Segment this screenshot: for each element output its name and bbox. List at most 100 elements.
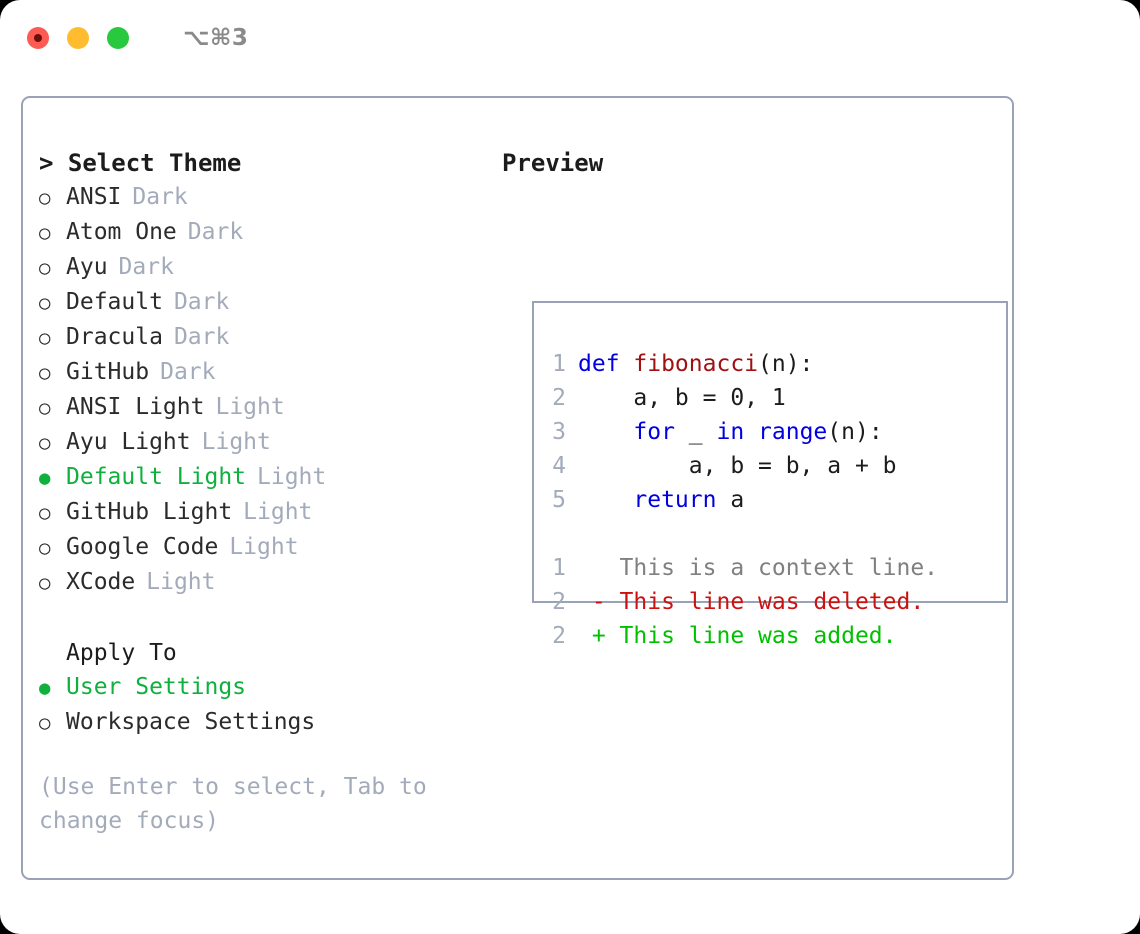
traffic-lights <box>27 27 129 49</box>
radio-unselected-icon[interactable]: ○ <box>39 292 51 314</box>
code-line: 3 for _ in range(n): <box>550 415 938 449</box>
apply-to-heading-label: Apply To <box>66 640 177 666</box>
code-token: range <box>758 419 828 445</box>
diff-line: 1 This is a context line. <box>550 551 938 585</box>
theme-list-item[interactable]: ○ ANSI Light Light <box>39 390 489 425</box>
radio-unselected-icon[interactable]: ○ <box>39 327 51 349</box>
radio-unselected-icon[interactable]: ○ <box>39 187 51 209</box>
hint-spacer <box>39 740 489 770</box>
theme-category-tag: Light <box>229 534 299 560</box>
code-token: a, b = 0, 1 <box>578 385 786 411</box>
preview-title: Preview <box>502 149 604 177</box>
code-token <box>744 419 758 445</box>
code-token: for <box>633 419 675 445</box>
radio-selected-icon[interactable]: ● <box>39 677 51 699</box>
theme-list-item[interactable]: ○ Ayu Light Light <box>39 425 489 460</box>
title-bar: ⌥⌘3 <box>0 0 1140 76</box>
line-number: 5 <box>552 487 566 513</box>
radio-unselected-icon[interactable]: ○ <box>39 502 51 524</box>
theme-name-label: Default Light <box>66 464 247 490</box>
line-number: 4 <box>552 453 566 479</box>
theme-list-heading: > Select Theme <box>39 146 489 180</box>
code-token: return <box>633 487 717 513</box>
keyboard-shortcut-label: ⌥⌘3 <box>183 25 249 51</box>
code-line: 4 a, b = b, a + b <box>550 449 938 483</box>
theme-category-tag: Dark <box>118 254 174 280</box>
apply-to-option-label: User Settings <box>66 674 247 700</box>
diff-line: 2 + This line was added. <box>550 619 938 653</box>
apply-to-option[interactable]: ○ Workspace Settings <box>39 705 489 740</box>
radio-unselected-icon[interactable]: ○ <box>39 712 51 734</box>
code-token: (n): <box>758 351 814 377</box>
theme-name-label: Ayu Light <box>66 429 191 455</box>
theme-category-tag: Light <box>257 464 327 490</box>
theme-name-label: XCode <box>66 569 136 595</box>
code-token: (n): <box>827 419 883 445</box>
line-number: 2 <box>552 589 566 615</box>
code-token <box>578 419 633 445</box>
theme-list-item[interactable]: ○ GitHub Light Light <box>39 495 489 530</box>
minimize-button-icon[interactable] <box>67 27 89 49</box>
theme-list-item[interactable]: ○ Ayu Dark <box>39 250 489 285</box>
prompt-caret-icon: > <box>39 149 54 177</box>
code-token: in <box>716 419 745 445</box>
apply-to-option[interactable]: ● User Settings <box>39 670 489 705</box>
code-diff-separator <box>550 517 938 551</box>
code-line: 5 return a <box>550 483 938 517</box>
theme-list-item[interactable]: ● Default Light Light <box>39 460 489 495</box>
radio-unselected-icon[interactable]: ○ <box>39 397 51 419</box>
theme-category-tag: Dark <box>160 359 216 385</box>
keyboard-hint-text: (Use Enter to select, Tab to change focu… <box>39 774 441 834</box>
theme-name-label: Google Code <box>66 534 219 560</box>
theme-list-heading-label: Select Theme <box>67 149 242 177</box>
close-button-icon[interactable] <box>27 27 49 49</box>
code-token: fibonacci <box>633 351 759 377</box>
theme-category-tag: Dark <box>132 184 188 210</box>
radio-unselected-icon[interactable]: ○ <box>39 222 51 244</box>
line-number: 2 <box>552 385 566 411</box>
theme-name-label: GitHub Light <box>66 499 233 525</box>
diff-line-text: This is a context line. <box>578 555 939 581</box>
theme-name-label: ANSI Light <box>66 394 205 420</box>
line-number: 1 <box>552 351 566 377</box>
diff-line-text: + This line was added. <box>578 623 897 649</box>
radio-selected-icon[interactable]: ● <box>39 467 51 489</box>
theme-category-tag: Dark <box>187 219 244 245</box>
code-token: def <box>578 351 634 377</box>
apply-to-list: ● User Settings ○ Workspace Settings <box>39 670 489 740</box>
apply-to-option-label: Workspace Settings <box>66 709 316 735</box>
line-number: 3 <box>552 419 566 445</box>
code-line: 2 a, b = 0, 1 <box>550 381 938 415</box>
theme-category-tag: Light <box>243 499 313 525</box>
code-token: a <box>716 487 745 513</box>
theme-category-tag: Light <box>146 569 216 595</box>
code-line: 1 def fibonacci(n): <box>550 347 938 381</box>
theme-list-item[interactable]: ○ XCode Light <box>39 565 489 600</box>
radio-unselected-icon[interactable]: ○ <box>39 362 51 384</box>
maximize-button-icon[interactable] <box>107 27 129 49</box>
radio-unselected-icon[interactable]: ○ <box>39 572 51 594</box>
radio-unselected-icon[interactable]: ○ <box>39 537 51 559</box>
theme-name-label: Ayu <box>66 254 108 280</box>
theme-name-label: GitHub <box>66 359 150 385</box>
radio-unselected-icon[interactable]: ○ <box>39 432 51 454</box>
theme-category-tag: Light <box>201 429 271 455</box>
theme-list-item[interactable]: ○ GitHub Dark <box>39 355 489 390</box>
section-spacer <box>39 600 489 636</box>
code-token: _ <box>674 419 717 445</box>
theme-category-tag: Light <box>215 394 285 420</box>
line-number: 2 <box>552 623 566 649</box>
code-token: a, b = b, a + b <box>578 453 897 479</box>
radio-unselected-icon[interactable]: ○ <box>39 257 51 279</box>
theme-list-item[interactable]: ○ Google Code Light <box>39 530 489 565</box>
